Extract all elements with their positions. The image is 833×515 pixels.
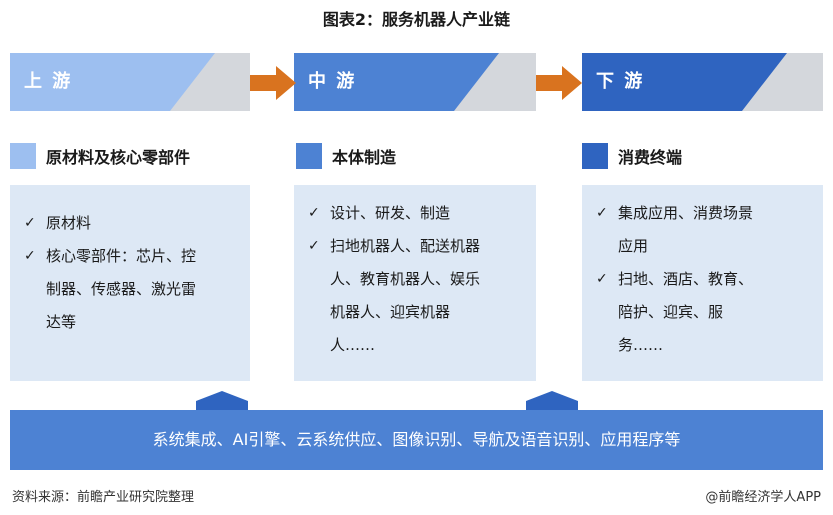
subhead-square-icon bbox=[10, 143, 36, 169]
subhead-upstream: 原材料及核心零部件 bbox=[10, 143, 190, 169]
subhead-square-icon bbox=[296, 143, 322, 169]
check-icon: ✓ bbox=[24, 215, 36, 231]
stage-downstream-label: 下 游 bbox=[596, 71, 645, 92]
list-item: ✓ 原材料 bbox=[24, 207, 236, 240]
upstream-box: ✓ 原材料 ✓ 核心零部件：芯片、控制器、传感器、激光雷达等 bbox=[10, 185, 250, 381]
stage-midstream-label: 中 游 bbox=[308, 71, 357, 92]
support-up-arrow bbox=[196, 391, 248, 411]
stage-downstream: 下 游 bbox=[582, 53, 823, 111]
check-icon: ✓ bbox=[596, 205, 608, 221]
stage-downstream-fill bbox=[582, 53, 787, 111]
item-text: 原材料 bbox=[46, 214, 92, 232]
subhead-downstream-label: 消费终端 bbox=[618, 148, 683, 167]
item-text: 集成应用、消费场景应用 bbox=[618, 204, 754, 255]
list-item: ✓ 扫地机器人、配送机器人、教育机器人、娱乐机器人、迎宾机器人…… bbox=[308, 230, 522, 362]
item-text: 扫地、酒店、教育、陪护、迎宾、服务…… bbox=[618, 270, 754, 354]
stage-downstream-bg bbox=[582, 53, 823, 111]
subhead-midstream-label: 本体制造 bbox=[332, 148, 397, 167]
support-up-arrow bbox=[526, 391, 578, 411]
check-icon: ✓ bbox=[308, 205, 320, 221]
check-icon: ✓ bbox=[596, 271, 608, 287]
source-note: 资料来源：前瞻产业研究院整理 bbox=[12, 490, 195, 505]
support-layer-bar: 系统集成、AI引擎、云系统供应、图像识别、导航及语音识别、应用程序等 bbox=[10, 410, 823, 470]
stage-upstream-fill bbox=[10, 53, 215, 111]
credit-note: @前瞻经济学人APP bbox=[705, 490, 821, 505]
list-item: ✓ 集成应用、消费场景应用 bbox=[596, 197, 809, 263]
item-text: 核心零部件：芯片、控制器、传感器、激光雷达等 bbox=[46, 247, 197, 331]
subhead-downstream: 消费终端 bbox=[582, 143, 682, 169]
flow-arrow-right bbox=[250, 66, 296, 100]
stage-upstream-label: 上 游 bbox=[24, 71, 73, 92]
check-icon: ✓ bbox=[24, 248, 36, 264]
stage-midstream-bg bbox=[294, 53, 536, 111]
check-icon: ✓ bbox=[308, 238, 320, 254]
chart-title: 图表2：服务机器人产业链 bbox=[322, 10, 511, 29]
stage-midstream-fill bbox=[294, 53, 499, 111]
subhead-upstream-label: 原材料及核心零部件 bbox=[46, 148, 191, 167]
item-text: 扫地机器人、配送机器人、教育机器人、娱乐机器人、迎宾机器人…… bbox=[330, 237, 481, 354]
list-item: ✓ 扫地、酒店、教育、陪护、迎宾、服务…… bbox=[596, 263, 809, 362]
stage-upstream-bg bbox=[10, 53, 250, 111]
stage-midstream: 中 游 bbox=[294, 53, 536, 111]
item-text: 设计、研发、制造 bbox=[330, 204, 451, 222]
subhead-square-icon bbox=[582, 143, 608, 169]
list-item: ✓ 核心零部件：芯片、控制器、传感器、激光雷达等 bbox=[24, 240, 236, 339]
downstream-box: ✓ 集成应用、消费场景应用 ✓ 扫地、酒店、教育、陪护、迎宾、服务…… bbox=[582, 185, 823, 381]
flow-arrow-right bbox=[536, 66, 582, 100]
list-item: ✓ 设计、研发、制造 bbox=[308, 197, 522, 230]
midstream-box: ✓ 设计、研发、制造 ✓ 扫地机器人、配送机器人、教育机器人、娱乐机器人、迎宾机… bbox=[294, 185, 536, 381]
stage-upstream: 上 游 bbox=[10, 53, 250, 111]
subhead-midstream: 本体制造 bbox=[296, 143, 396, 169]
